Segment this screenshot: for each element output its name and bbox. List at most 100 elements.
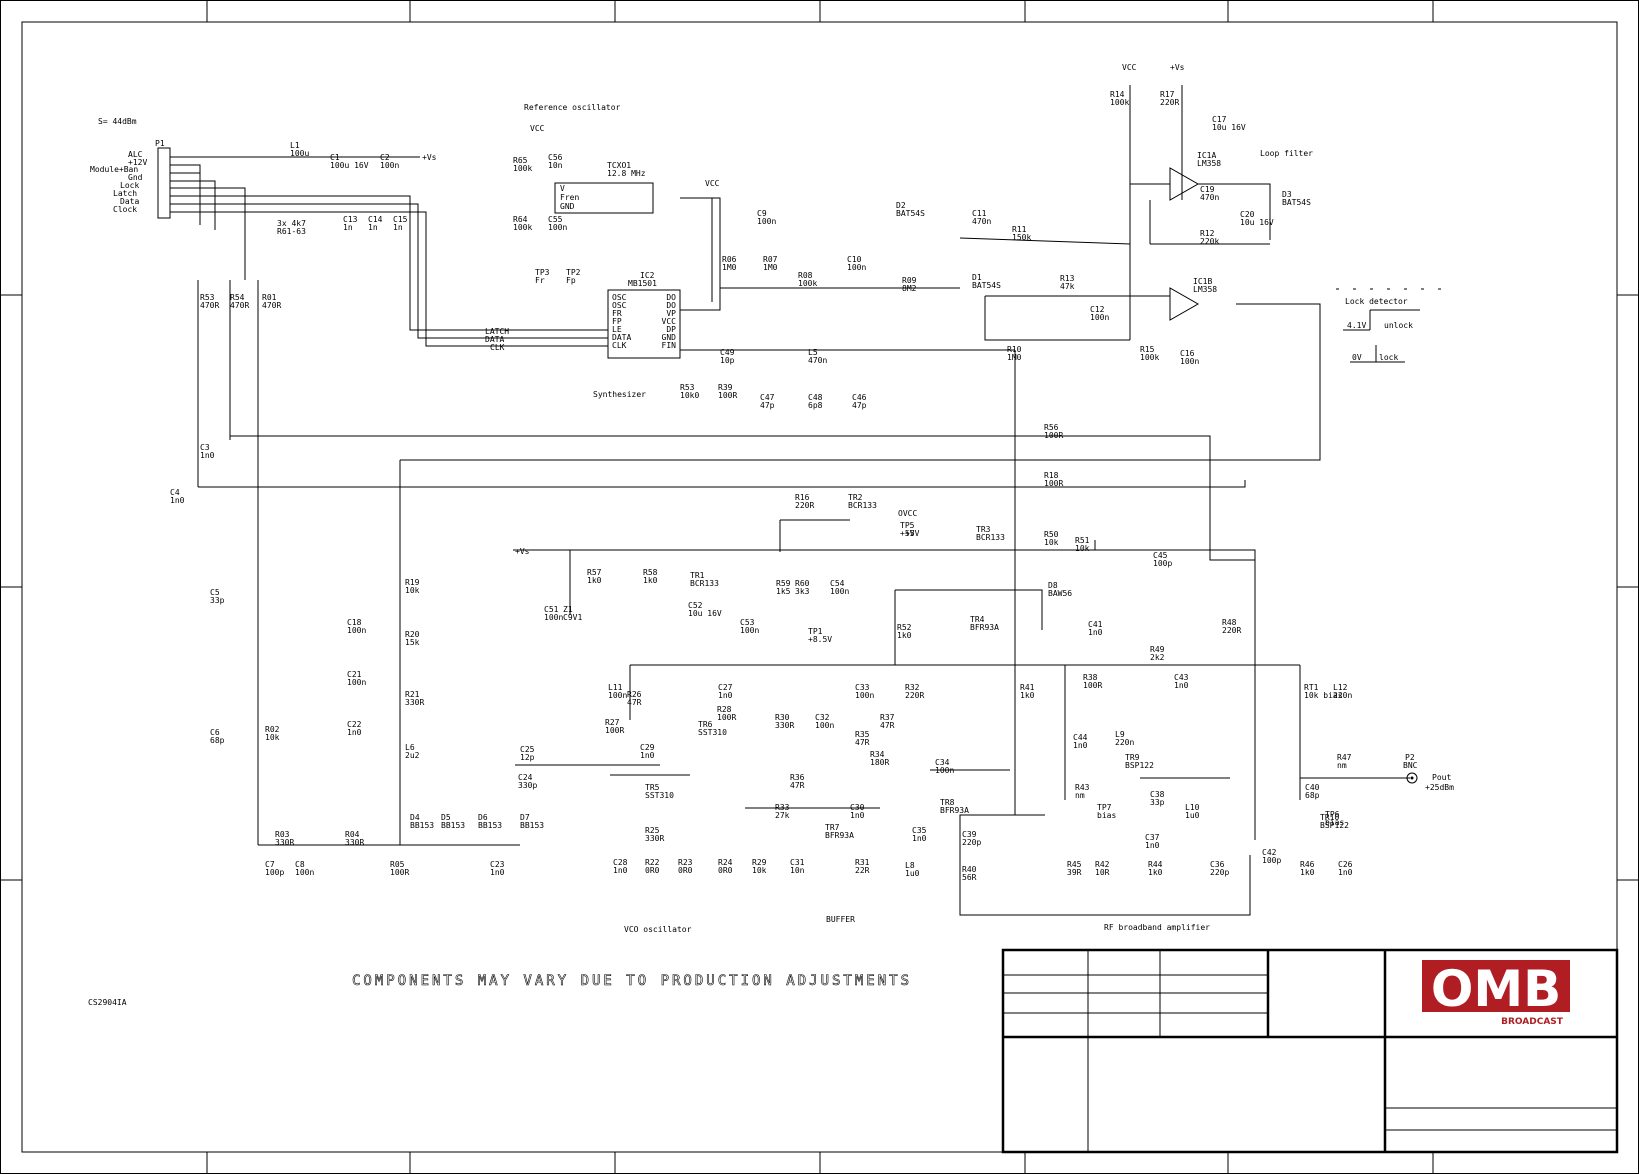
component-value: 39R [1067, 868, 1082, 877]
component-ref: C21 [347, 670, 362, 679]
component-ref: R37 [880, 713, 895, 722]
component-value: 220k [1200, 237, 1219, 246]
component-value: 150k [1012, 233, 1031, 242]
component-ref: R08 [798, 271, 813, 280]
component-ref: TR7 [825, 823, 840, 832]
test-point-ref: TP3 [535, 268, 550, 277]
tcxo-freq: 12.8 MHz [607, 169, 646, 178]
component-value: 1n0 [1338, 868, 1353, 877]
component-ref: R20 [405, 630, 420, 639]
component-value: nm [1075, 791, 1085, 800]
p1-pin-2: +12V [128, 158, 147, 167]
res-array-desc: 3x 4k7 [277, 219, 306, 228]
component-value: 68p [210, 736, 225, 745]
component-value: 330R [405, 698, 424, 707]
component-ref: R09 [902, 276, 917, 285]
omb-logo: OMB BROADCAST [1422, 960, 1570, 1027]
ic2-pin-right: VCC [662, 317, 677, 326]
component-value: 1n0 [170, 496, 185, 505]
component-value: 68p [1305, 791, 1320, 800]
component-ref: C28 [613, 858, 628, 867]
connector-p1: P1 ALC +12V Module+Ban Gnd Lock Latch Da… [90, 139, 171, 219]
component-ref: R33 [775, 803, 790, 812]
ic2-pin-left: LE [612, 325, 622, 334]
component-value: 100k [1140, 353, 1159, 362]
component-value: 470n [1200, 193, 1219, 202]
component-value: 220n [1115, 738, 1134, 747]
net-vs-loop: +Vs [1170, 63, 1185, 72]
component-ref: R02 [265, 725, 280, 734]
lock-state-2: lock [1379, 353, 1398, 362]
component-value: 100R [717, 713, 736, 722]
component-value: 47p [760, 401, 775, 410]
component-value: 10R [1095, 868, 1110, 877]
component-value: 1k0 [643, 576, 658, 585]
component-value: 33p [1150, 798, 1165, 807]
synthesizer-title: Synthesizer [593, 390, 646, 399]
component-ref: C15 [393, 215, 408, 224]
component-ref: R28 [717, 705, 732, 714]
pout-label: Pout [1432, 773, 1451, 782]
component-ref: C39 [962, 830, 977, 839]
component-value: 220p [1210, 868, 1229, 877]
net-labels: +Vs +Vs VCC VCC VCC +Vs OVCC +5V [422, 63, 1185, 556]
component-ref: L6 [405, 743, 415, 752]
test-point-ref: TP2 [566, 268, 581, 277]
p2-type: BNC [1403, 761, 1418, 770]
component-ref: C47 [760, 393, 775, 402]
component-ref: C6 [210, 728, 220, 737]
component-ref: R30 [775, 713, 790, 722]
net-5v: +5V [905, 529, 920, 538]
component-ref: C7 [265, 860, 275, 869]
component-value: BSP122 [1125, 761, 1154, 770]
component-ref: TR6 [698, 720, 713, 729]
component-ref: TR8 [940, 798, 955, 807]
component-ref: R29 [752, 858, 767, 867]
component-ref: TR3 [976, 525, 991, 534]
component-value: 100n [347, 626, 366, 635]
component-value: C9V1 [563, 613, 582, 622]
component-value: 1u0 [905, 869, 920, 878]
component-ref: R11 [1012, 225, 1027, 234]
component-ref: R49 [1150, 645, 1165, 654]
component-value: 1k0 [897, 631, 912, 640]
ic2-pin-left: OSC [612, 293, 627, 302]
component-value: 100R [1044, 479, 1063, 488]
component-value: BFR93A [940, 806, 969, 815]
component-value: 0R0 [678, 866, 693, 875]
component-value: 100k [798, 279, 817, 288]
component-ref: R53 [200, 293, 215, 302]
component-ref: R43 [1075, 783, 1090, 792]
component-value: 10k bias [1304, 691, 1343, 700]
component-ref: TR10 [1320, 813, 1339, 822]
component-value: 220p [962, 838, 981, 847]
component-value: 330R [275, 838, 294, 847]
component-value: 47R [855, 738, 870, 747]
component-ref: C8 [295, 860, 305, 869]
component-ref: L5 [808, 348, 818, 357]
component-ref: C36 [1210, 860, 1225, 869]
logo-text: OMB [1431, 960, 1561, 1018]
component-ref: R54 [230, 293, 245, 302]
component-value: 330R [645, 834, 664, 843]
component-value: 1k0 [587, 576, 602, 585]
reference-oscillator-title: Reference oscillator [524, 103, 621, 112]
ic2-pin-right: DO [666, 293, 676, 302]
component-value: 6p8 [808, 401, 823, 410]
output-connector: P2 BNC Pout +25dBm [1403, 753, 1454, 792]
component-value: 10u 16V [1212, 123, 1246, 132]
component-value: 1k0 [1020, 691, 1035, 700]
ic2-ref: IC2 [640, 271, 655, 280]
component-value: 1k0 [1300, 868, 1315, 877]
ic2-pin-left: DATA [612, 333, 631, 342]
test-point-value: Fr [535, 276, 545, 285]
test-point-ref: TP6 [1325, 810, 1340, 819]
component-ref: R59 [776, 579, 791, 588]
p1-pin-6: Latch [113, 189, 137, 198]
component-value: nm [1337, 761, 1347, 770]
p2-ref: P2 [1405, 753, 1415, 762]
component-value: 1M0 [763, 263, 778, 272]
component-ref: L1 [290, 141, 300, 150]
component-value: 22R [855, 866, 870, 875]
